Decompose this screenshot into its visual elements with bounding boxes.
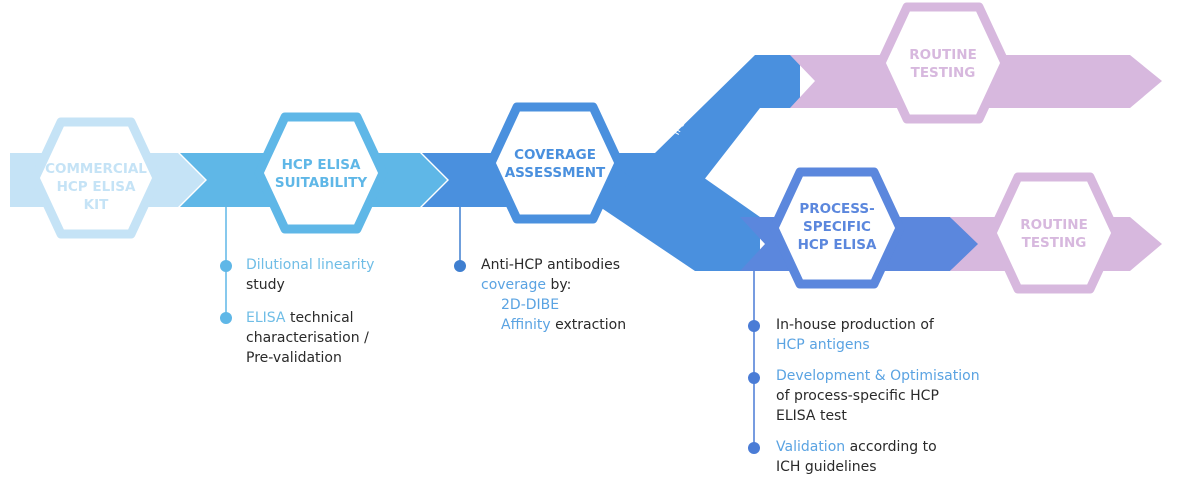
note-coverage-line1: Anti-HCP antibodies — [481, 257, 621, 273]
step-suitability-line1: HCP ELISA — [282, 157, 361, 173]
note-process-3: Validation according to ICH guidelines — [776, 437, 937, 477]
step-commercial-line3: KIT — [84, 197, 109, 213]
step-process-specific-line1: PROCESS- — [799, 201, 874, 217]
connector-process — [748, 271, 760, 454]
bullet-suitability-2 — [220, 312, 232, 324]
note-suitability-2-highlight: ELISA — [246, 310, 286, 326]
note-process-1: In-house production of HCP antigens — [776, 315, 934, 355]
note-process-3-rest: according to — [845, 439, 937, 455]
step-coverage-line1: COVERAGE — [514, 147, 596, 163]
step-suitability-line2: SUITABILITY — [275, 175, 367, 191]
step-commercial: COMMERCIAL HCP ELISA KIT — [30, 117, 162, 239]
step-routine-bottom: ROUTINE TESTING — [987, 172, 1121, 294]
bullet-coverage-1 — [454, 260, 466, 272]
step-suitability: HCP ELISA SUITABILITY — [254, 112, 388, 234]
connector-coverage — [454, 207, 466, 272]
note-process-1-line1: In-house production of — [776, 317, 934, 333]
step-routine-top-line1: ROUTINE — [909, 47, 977, 63]
note-coverage-sub2-highlight: Affinity — [501, 317, 551, 333]
note-process-3-highlight: Validation — [776, 439, 846, 455]
step-process-specific: PROCESS- SPECIFIC HCP ELISA — [769, 167, 905, 289]
bullet-process-3 — [748, 442, 760, 454]
bullet-suitability-1 — [220, 260, 232, 272]
hexagon-suitability — [254, 112, 388, 234]
note-suitability-1-highlight: Dilutional linearity — [246, 257, 375, 273]
note-process-2-highlight: Development & Optimisation — [776, 368, 980, 384]
note-suitability-2: ELISA technical characterisation / Pre-v… — [246, 308, 369, 368]
step-coverage: COVERAGE ASSESSMENT — [486, 102, 624, 224]
arrow-branch-down — [600, 175, 760, 271]
note-suitability-1-rest: study — [246, 277, 285, 293]
note-coverage-sub2-rest: extraction — [550, 317, 627, 333]
note-suitability-2-line3: Pre-validation — [246, 350, 342, 366]
bullet-process-2 — [748, 372, 760, 384]
note-process-3-line2: ICH guidelines — [776, 459, 877, 475]
connector-suitability — [220, 207, 232, 324]
step-routine-top-line2: TESTING — [911, 65, 976, 81]
note-process-2-line3: ELISA test — [776, 408, 847, 424]
note-process-2: Development & Optimisation of process-sp… — [776, 366, 980, 426]
note-coverage: Anti-HCP antibodies coverage by: 2D-DIBE… — [481, 255, 626, 335]
hexagon-commercial — [30, 117, 162, 239]
bullet-process-1 — [748, 320, 760, 332]
hexagon-coverage — [486, 102, 624, 224]
note-coverage-sub1: 2D-DIBE — [501, 297, 560, 313]
step-routine-bottom-line1: ROUTINE — [1020, 217, 1088, 233]
note-process-1-highlight: HCP antigens — [776, 337, 870, 353]
arrow-branch-up — [600, 55, 800, 185]
note-coverage-rest: by: — [546, 277, 572, 293]
step-coverage-line2: ASSESSMENT — [505, 165, 606, 181]
note-coverage-highlight: coverage — [481, 277, 546, 293]
step-process-specific-line3: HCP ELISA — [798, 237, 877, 253]
note-suitability-2-line2: characterisation / — [246, 330, 369, 346]
step-commercial-line1: COMMERCIAL — [45, 161, 147, 177]
step-commercial-line2: HCP ELISA — [57, 179, 136, 195]
step-routine-bottom-line2: TESTING — [1022, 235, 1087, 251]
note-suitability-1: Dilutional linearity study — [246, 255, 374, 295]
hexagon-routine-bottom — [987, 172, 1121, 294]
step-routine-top: ROUTINE TESTING — [876, 2, 1010, 124]
hexagon-process-specific — [769, 167, 905, 289]
step-process-specific-line2: SPECIFIC — [803, 219, 871, 235]
note-process-2-line2: of process-specific HCP — [776, 388, 939, 404]
hexagon-routine-top — [876, 2, 1010, 124]
note-suitability-2-rest: technical — [285, 310, 354, 326]
